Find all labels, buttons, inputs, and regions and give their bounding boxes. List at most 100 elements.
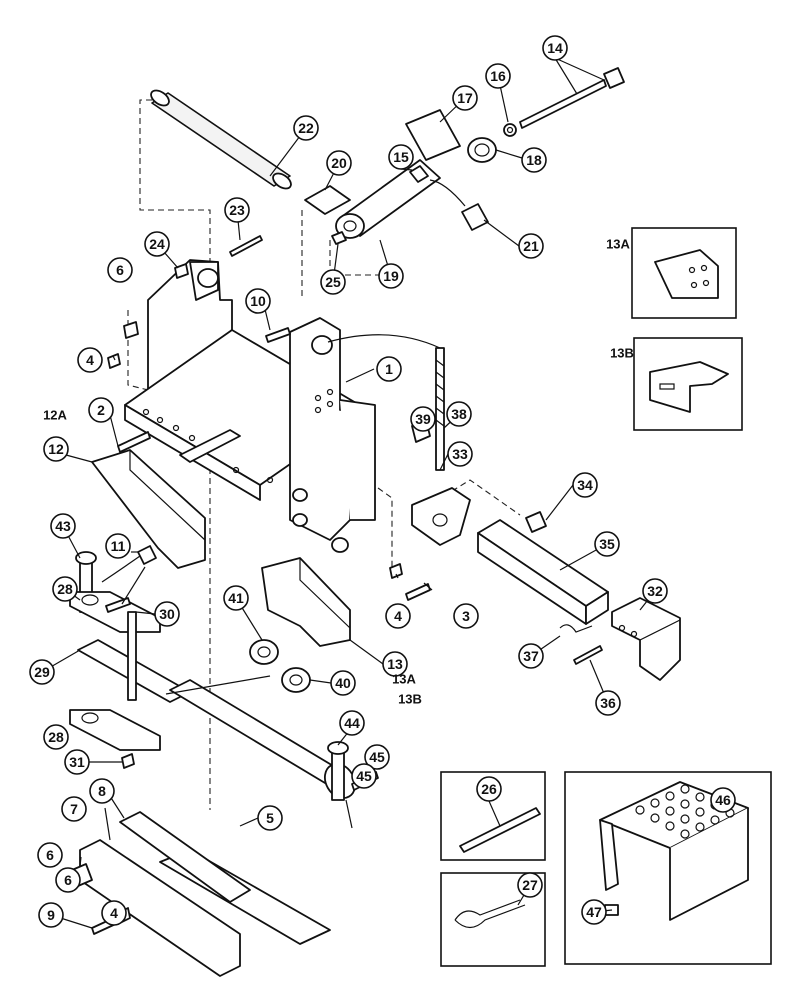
svg-text:28: 28 (48, 729, 64, 745)
svg-text:26: 26 (481, 781, 497, 797)
variant-tag-13a: 13A (392, 672, 416, 687)
callout-3: 3 (453, 603, 479, 629)
svg-text:45: 45 (356, 768, 372, 784)
svg-text:1: 1 (385, 361, 393, 377)
svg-text:19: 19 (383, 268, 399, 284)
inset-13a-plate (654, 249, 719, 299)
svg-text:28: 28 (57, 581, 73, 597)
variant-tag-12a: 12A (43, 408, 67, 423)
variant-tag-13a: 13A (606, 237, 630, 252)
callout-43: 43 (50, 513, 76, 539)
svg-text:5: 5 (266, 810, 274, 826)
svg-text:13B: 13B (398, 692, 422, 707)
callout-35: 35 (594, 531, 620, 557)
callout-6: 6 (37, 842, 63, 868)
callout-40: 40 (330, 670, 356, 696)
link-28-upper (69, 591, 161, 633)
nut-6-upper (123, 321, 139, 339)
bracket-32 (611, 597, 681, 681)
svg-text:41: 41 (228, 590, 244, 606)
svg-text:45: 45 (369, 749, 385, 765)
svg-text:6: 6 (64, 872, 72, 888)
callout-9: 9 (38, 902, 64, 928)
callout-11: 11 (105, 533, 131, 559)
step-46-holes (635, 784, 735, 839)
frame-holes (142, 388, 334, 484)
bracket-13 (261, 557, 351, 647)
bushing-18 (467, 137, 497, 163)
svg-text:13B: 13B (610, 346, 634, 361)
frame-left-bore (197, 268, 219, 288)
callout-4: 4 (101, 900, 127, 926)
svg-text:8: 8 (98, 783, 106, 799)
svg-text:12: 12 (48, 441, 64, 457)
svg-text:18: 18 (526, 152, 542, 168)
svg-text:47: 47 (586, 904, 602, 920)
bushing-20 (304, 185, 351, 215)
nut-11 (137, 545, 157, 565)
callout-39: 39 (410, 406, 436, 432)
callout-15: 15 (388, 144, 414, 170)
bolt-14 (519, 79, 607, 129)
callout-41: 41 (223, 585, 249, 611)
bolt-30 (127, 611, 137, 701)
svg-text:31: 31 (69, 754, 85, 770)
callout-24: 24 (144, 231, 170, 257)
svg-text:7: 7 (70, 801, 78, 817)
pin-26 (459, 807, 541, 853)
svg-text:23: 23 (229, 202, 245, 218)
callout-37: 37 (518, 643, 544, 669)
svg-text:32: 32 (647, 583, 663, 599)
callout-25: 25 (320, 269, 346, 295)
plate-7 (119, 811, 251, 903)
nut-4-mid (389, 563, 403, 579)
svg-text:15: 15 (393, 149, 409, 165)
callout-18: 18 (521, 147, 547, 173)
callout-38: 38 (446, 401, 472, 427)
callout-47: 47 (581, 899, 607, 925)
svg-text:17: 17 (457, 90, 473, 106)
callout-14: 14 (542, 35, 568, 61)
callout-8: 8 (89, 778, 115, 804)
callout-6: 6 (107, 257, 133, 283)
svg-text:29: 29 (34, 664, 50, 680)
svg-text:4: 4 (394, 608, 402, 624)
svg-text:4: 4 (86, 352, 94, 368)
svg-text:13: 13 (387, 656, 403, 672)
washer-16 (503, 123, 517, 137)
svg-text:44: 44 (344, 715, 360, 731)
sleeve-17 (405, 109, 461, 161)
svg-text:10: 10 (250, 293, 266, 309)
callout-31: 31 (64, 749, 90, 775)
nut-4-upper (107, 353, 121, 369)
clip-27 (454, 899, 526, 929)
svg-text:4: 4 (110, 905, 118, 921)
svg-text:9: 9 (47, 907, 55, 923)
nut-31 (121, 753, 135, 769)
callout-32: 32 (642, 578, 668, 604)
variant-tag-13b: 13B (398, 692, 422, 707)
nut-15 (409, 165, 429, 183)
callout-33: 33 (447, 441, 473, 467)
cylinder-29-body (169, 679, 351, 787)
bolt-14-head (603, 67, 625, 89)
svg-text:6: 6 (46, 847, 54, 863)
callout-1: 1 (376, 356, 402, 382)
callout-46: 46 (710, 787, 736, 813)
roller-41 (249, 639, 279, 665)
callout-21: 21 (518, 233, 544, 259)
svg-text:39: 39 (415, 411, 431, 427)
callout-30: 30 (154, 601, 180, 627)
svg-text:24: 24 (149, 236, 165, 252)
pin-25 (331, 231, 347, 245)
callout-26: 26 (476, 776, 502, 802)
callout-45: 45 (364, 744, 390, 770)
shaft-22 (151, 92, 291, 187)
chain-38 (435, 347, 445, 471)
callout-27: 27 (517, 872, 543, 898)
callout-5: 5 (257, 805, 283, 831)
step-46-side (599, 808, 749, 921)
bolt-10 (265, 327, 291, 343)
bolt-3 (405, 583, 431, 601)
